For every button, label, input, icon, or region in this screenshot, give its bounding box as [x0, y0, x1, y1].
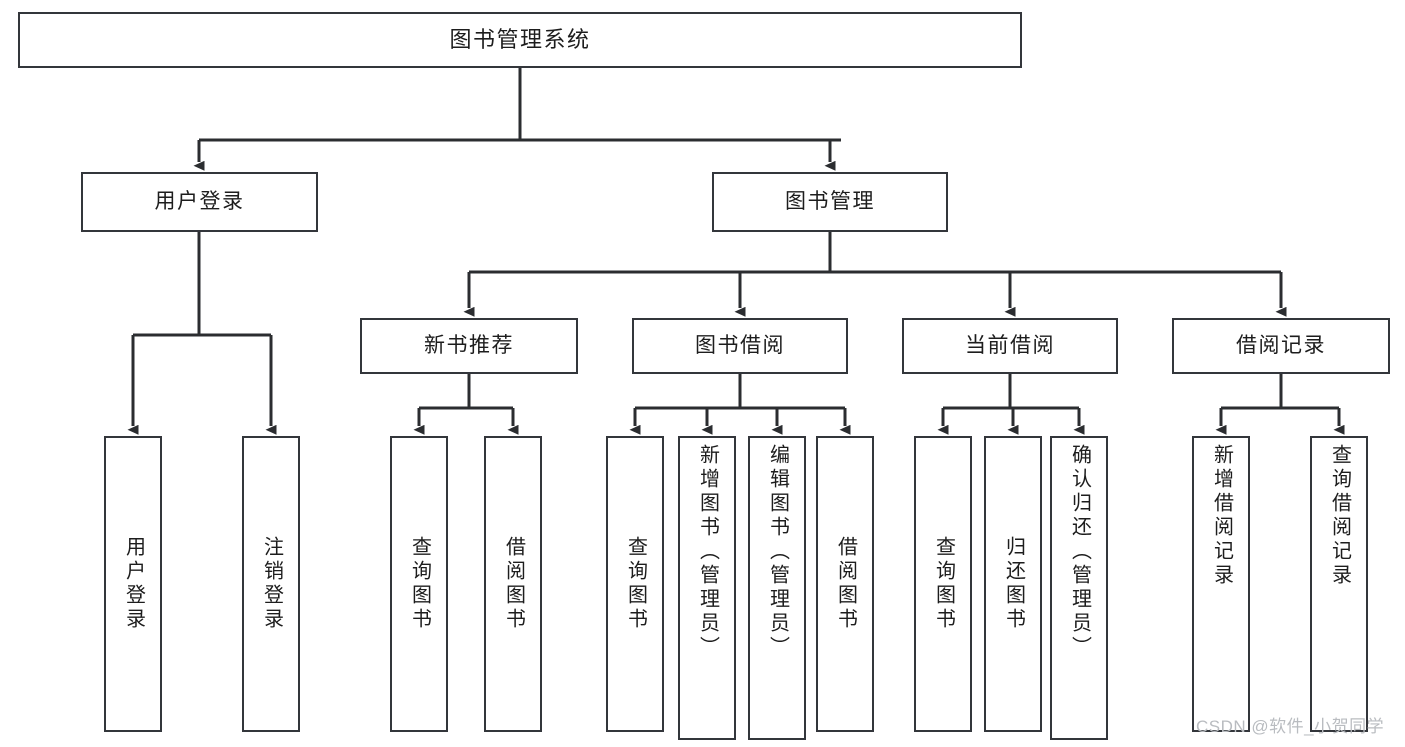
leaf-user-logout[interactable]: 注销登录	[242, 436, 300, 732]
node-book-manage[interactable]: 图书管理	[712, 172, 948, 232]
leaf-rec-borrow-book-label: 借阅图书	[502, 536, 525, 632]
node-new-book-recommend-label: 新书推荐	[424, 333, 514, 357]
leaf-rec-borrow-book[interactable]: 借阅图书	[484, 436, 542, 732]
leaf-rec-query-record[interactable]: 查询借阅记录	[1310, 436, 1368, 732]
leaf-borrow-edit-book[interactable]: 编辑图书（管理员）	[748, 436, 806, 740]
leaf-cur-return-book[interactable]: 归还图书	[984, 436, 1042, 732]
node-book-borrow[interactable]: 图书借阅	[632, 318, 848, 374]
node-book-manage-label: 图书管理	[785, 189, 875, 213]
node-book-borrow-label: 图书借阅	[695, 333, 785, 357]
leaf-user-login[interactable]: 用户登录	[104, 436, 162, 732]
node-current-borrow[interactable]: 当前借阅	[902, 318, 1118, 374]
leaf-rec-query-book[interactable]: 查询图书	[390, 436, 448, 732]
node-borrow-record-label: 借阅记录	[1236, 333, 1326, 357]
leaf-rec-query-book-label: 查询图书	[408, 536, 431, 632]
leaf-borrow-query-book[interactable]: 查询图书	[606, 436, 664, 732]
leaf-borrow-add-book[interactable]: 新增图书（管理员）	[678, 436, 736, 740]
leaf-rec-query-record-label: 查询借阅记录	[1328, 444, 1351, 588]
node-current-borrow-label: 当前借阅	[965, 333, 1055, 357]
leaf-user-logout-label: 注销登录	[260, 536, 283, 632]
leaf-borrow-lend-book[interactable]: 借阅图书	[816, 436, 874, 732]
node-root-label: 图书管理系统	[449, 26, 591, 52]
leaf-cur-confirm-return-label: 确认归还（管理员）	[1068, 444, 1091, 660]
leaf-cur-confirm-return[interactable]: 确认归还（管理员）	[1050, 436, 1108, 740]
leaf-rec-add-record-label: 新增借阅记录	[1210, 444, 1233, 588]
node-borrow-record[interactable]: 借阅记录	[1172, 318, 1390, 374]
node-new-book-recommend[interactable]: 新书推荐	[360, 318, 578, 374]
leaf-borrow-query-book-label: 查询图书	[624, 536, 647, 632]
leaf-cur-return-book-label: 归还图书	[1002, 536, 1025, 632]
node-root-system[interactable]: 图书管理系统	[18, 12, 1022, 68]
leaf-borrow-add-book-label: 新增图书（管理员）	[696, 444, 719, 660]
leaf-cur-query-book-label: 查询图书	[932, 536, 955, 632]
leaf-cur-query-book[interactable]: 查询图书	[914, 436, 972, 732]
node-user-login[interactable]: 用户登录	[81, 172, 318, 232]
leaf-borrow-lend-book-label: 借阅图书	[834, 536, 857, 632]
leaf-user-login-label: 用户登录	[122, 536, 145, 632]
node-user-login-label: 用户登录	[154, 189, 245, 213]
leaf-rec-add-record[interactable]: 新增借阅记录	[1192, 436, 1250, 732]
leaf-borrow-edit-book-label: 编辑图书（管理员）	[766, 444, 789, 660]
